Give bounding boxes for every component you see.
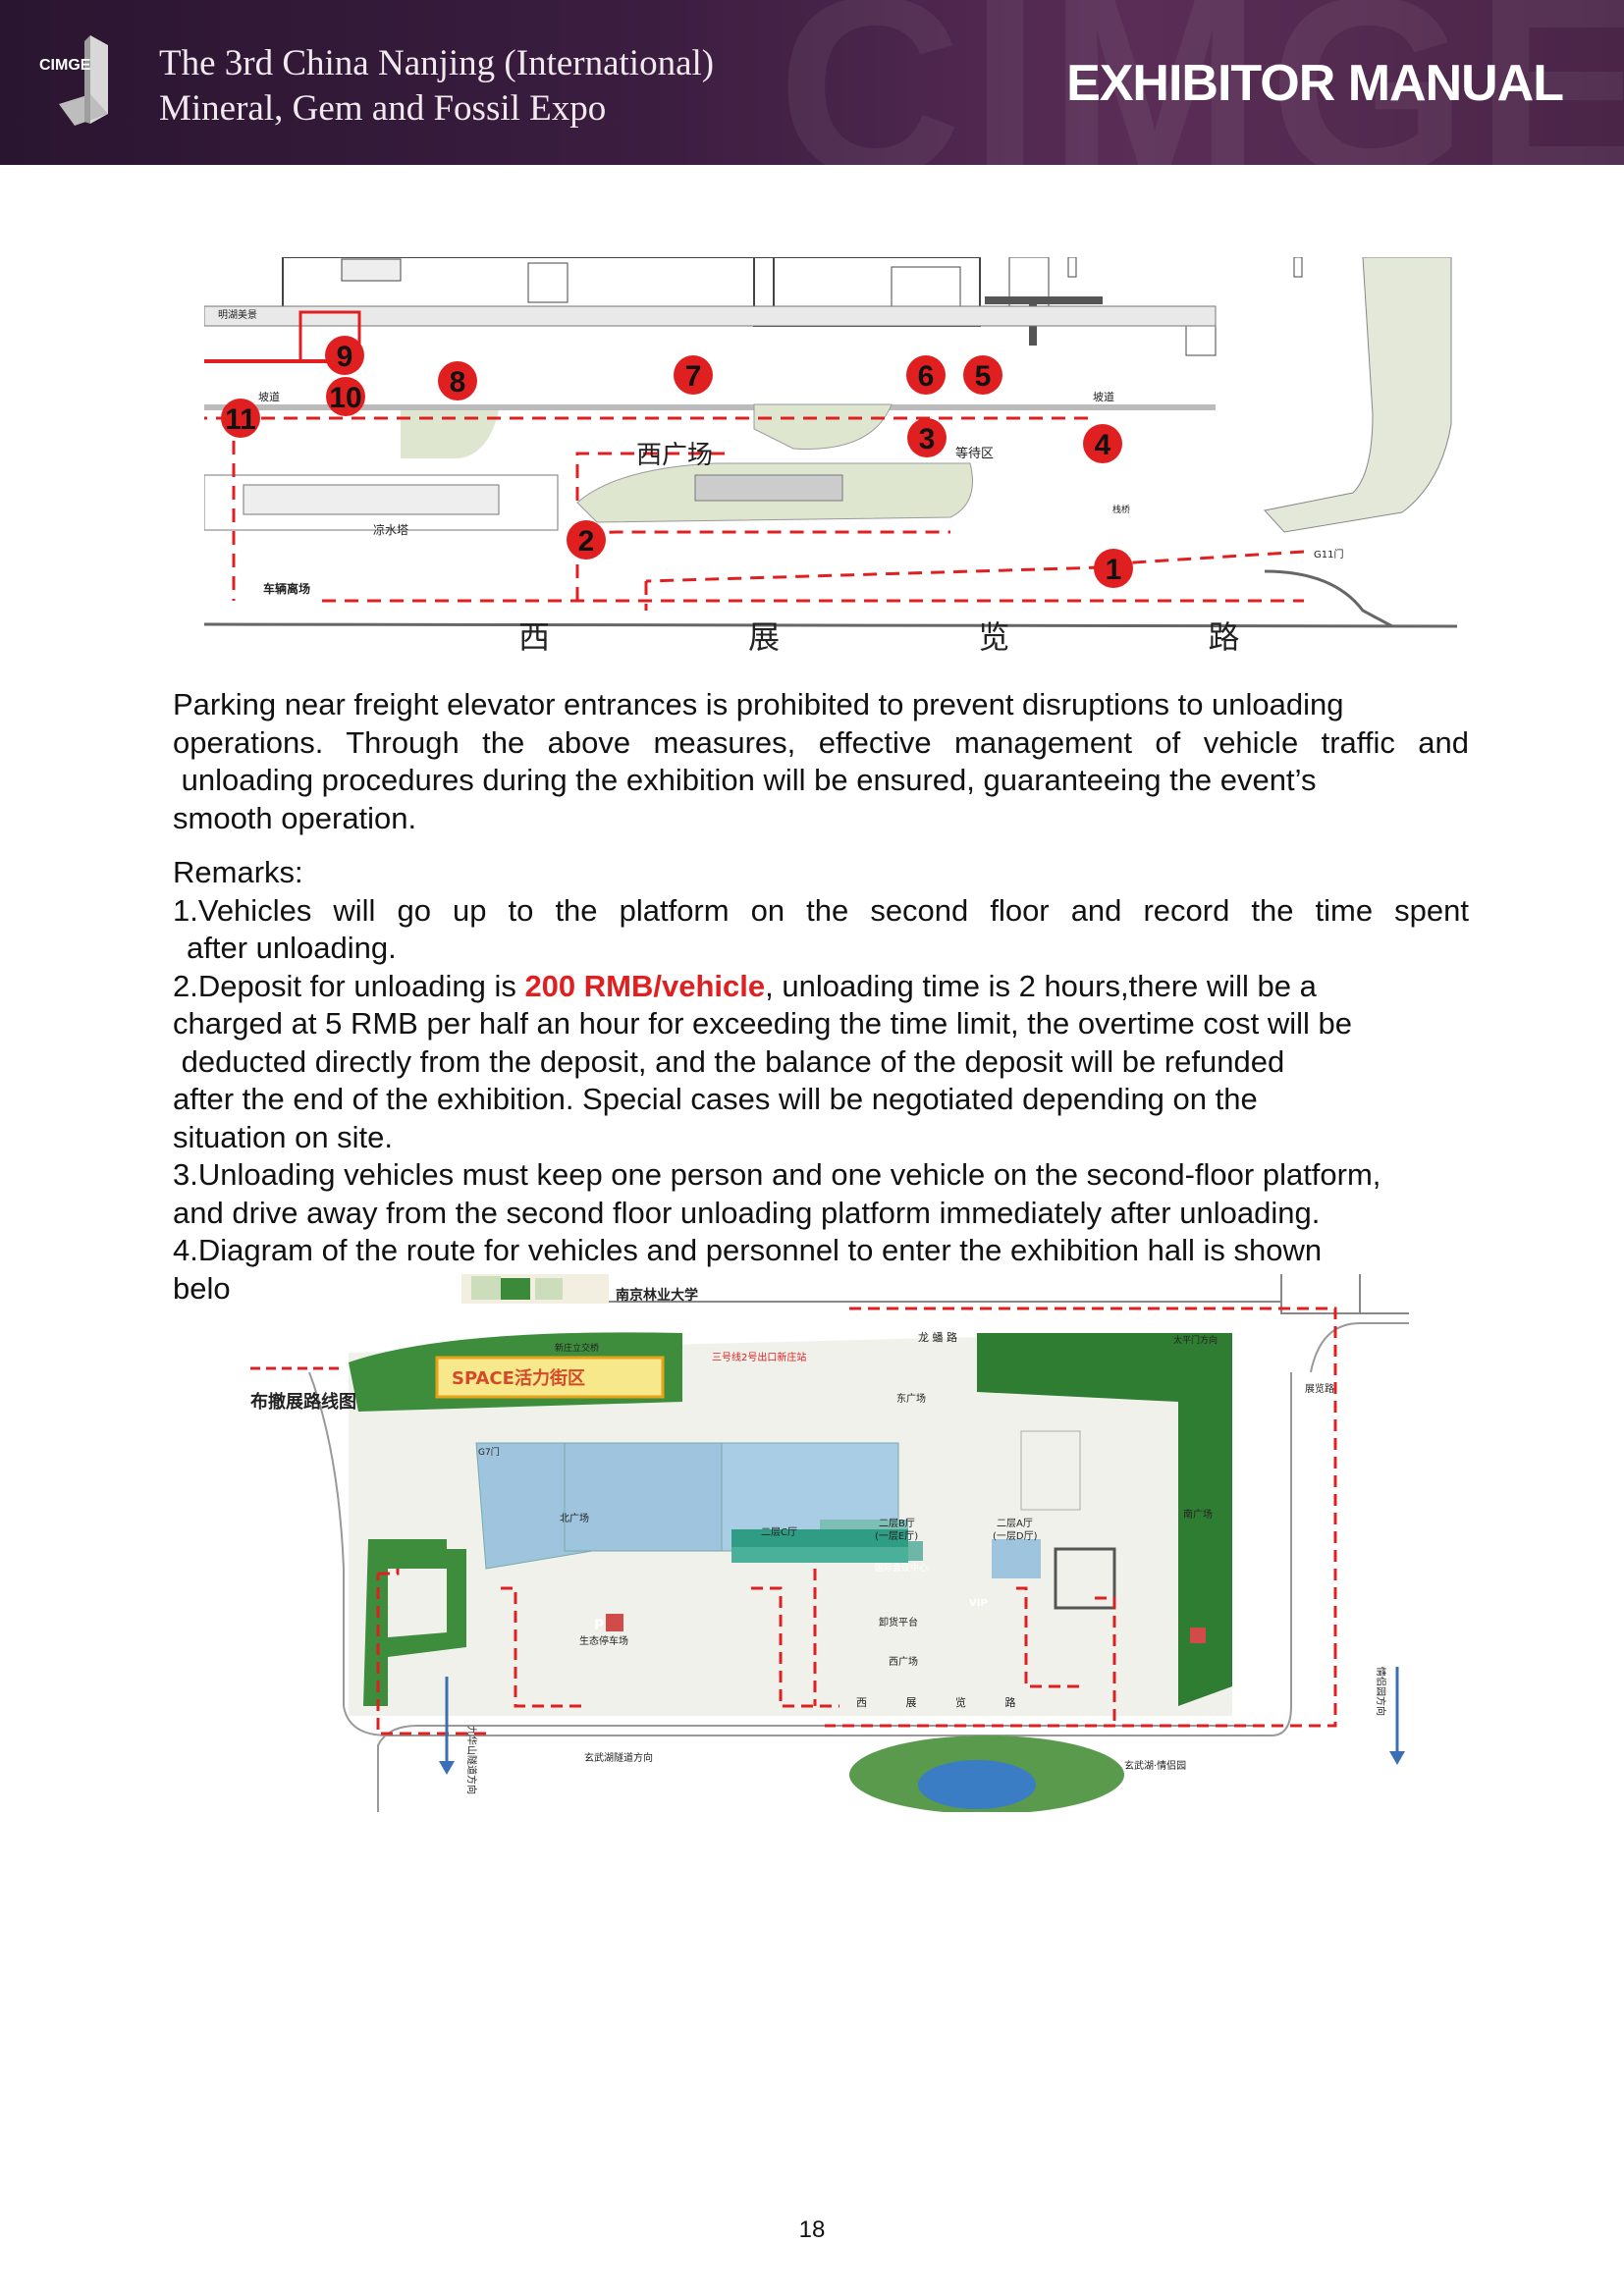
unloading-route-map: 1 2 3 4 5 6 7 8 9 10 11 西广场 等待区 凉水塔 车辆离场… — [204, 257, 1457, 656]
map2-jiuhua-tunnel: 九华山隧道方向 — [465, 1726, 478, 1794]
map1-ramp-right: 坡道 — [1093, 390, 1114, 403]
remarks-heading: Remarks: — [173, 855, 303, 889]
map1-marker-3: 3 — [919, 423, 936, 455]
remark-2-suffix: , unloading time is 2 hours,there will b… — [765, 968, 1317, 1003]
expo-title: The 3rd China Nanjing (International) Mi… — [159, 41, 714, 132]
map2-to-taiping: 太平门方向 — [1173, 1334, 1218, 1346]
map2-hall-b: 二层B厅 — [879, 1518, 915, 1529]
map1-marker-6: 6 — [918, 360, 935, 393]
map1-marker-9: 9 — [337, 341, 353, 373]
remark-2-prefix: 2.Deposit for unloading is — [173, 968, 525, 1003]
map2-metro-exit: 三号线2号出口新庄站 — [712, 1351, 806, 1363]
map2-road-west: 西 展 览 路 — [856, 1695, 1034, 1709]
remark-3-line-1: 3.Unloading vehicles must keep one perso… — [173, 1157, 1381, 1192]
deposit-amount: 200 RMB/vehicle — [524, 968, 766, 1003]
remark-2-line-3: deducted directly from the deposit, and … — [173, 1043, 1285, 1079]
cimge-logo: CIMGE — [39, 35, 128, 133]
remark-3-line-2: and drive away from the second floor unl… — [173, 1195, 1321, 1230]
logo-text: CIMGE — [39, 57, 91, 74]
map1-ramp-left: 坡道 — [258, 390, 280, 403]
map1-marker-1: 1 — [1106, 554, 1122, 586]
header-watermark: CIMGE — [777, 0, 1624, 165]
map1-road-name: 西 展 览 路 — [518, 618, 1334, 656]
map2-to-xinzhuang: 新庄立交桥 — [555, 1342, 599, 1354]
map2-hall-b-sub: (一层E厅) — [875, 1530, 918, 1542]
map1-cooling-tower: 凉水塔 — [373, 522, 408, 537]
map2-legend-label: 布撤展路线图 — [250, 1391, 356, 1413]
map2-xuanwu-tunnel: 玄武湖隧道方向 — [584, 1751, 653, 1764]
map1-marker-4: 4 — [1095, 429, 1111, 461]
logo-building-icon — [59, 35, 108, 126]
remark-2-line-1: 2.Deposit for unloading is 200 RMB/vehic… — [173, 968, 1469, 1006]
page-header: CIMGE CIMGE The 3rd China Nanjing (Inter… — [0, 0, 1624, 165]
remark-2-line-4: after the end of the exhibition. Special… — [173, 1082, 1258, 1116]
expo-title-line-2: Mineral, Gem and Fossil Expo — [159, 88, 607, 129]
map1-marker-10: 10 — [329, 382, 361, 414]
map1-waiting-area: 等待区 — [955, 446, 994, 461]
map2-hall-a-sub: (一层D厅) — [993, 1530, 1038, 1542]
exhibitor-manual-label: EXHIBITOR MANUAL — [1066, 55, 1564, 112]
page-number: 18 — [798, 2216, 826, 2243]
map2-gate-g7: G7门 — [478, 1446, 500, 1458]
map2-hall-c: 二层C厅 — [761, 1526, 797, 1538]
map2-university: 南京林业大学 — [616, 1287, 698, 1304]
paragraph-line-2: operations. Through the above measures, … — [173, 724, 1469, 760]
parking-paragraph: Parking near freight elevator entrances … — [173, 686, 1469, 837]
map1-marker-2: 2 — [578, 525, 595, 558]
expo-title-line-1: The 3rd China Nanjing (International) — [159, 43, 715, 83]
remark-4-line-1: 4.Diagram of the route for vehicles and … — [173, 1233, 1323, 1267]
paragraph-line-4: smooth operation. — [173, 800, 417, 835]
remark-1-line-1: 1.Vehicles will go up to the platform on… — [173, 892, 1469, 928]
map2-hall-a: 二层A厅 — [997, 1518, 1033, 1529]
map2-west-square: 西广场 — [889, 1655, 918, 1668]
remark-2-line-2: charged at 5 RMB per half an hour for ex… — [173, 1006, 1352, 1041]
map2-xuanwu-lake: 玄武湖·情侣园 — [1124, 1759, 1186, 1772]
map1-vehicle-exit: 车辆离场 — [263, 581, 310, 596]
map2-north-square: 北广场 — [560, 1512, 589, 1524]
map2-eco-parking: 生态停车场 — [579, 1634, 628, 1647]
remark-1-line-2: after unloading. — [187, 931, 397, 965]
exhibition-route-map: 布撤展路线图 南京林业大学 龙 蟠 路 新庄立交桥 太平门方向 三号线2号出口新… — [250, 1274, 1409, 1812]
map1-bridge-label: 栈桥 — [1112, 504, 1130, 515]
map1-marker-8: 8 — [450, 366, 466, 399]
remark-2-line-5: situation on site. — [173, 1119, 394, 1154]
map2-road-north: 龙 蟠 路 — [918, 1331, 957, 1344]
map2-conference: 国际会议中心 — [875, 1562, 928, 1574]
paragraph-line-3: unloading procedures during the exhibiti… — [173, 763, 1317, 797]
map1-square-label: 西广场 — [636, 441, 713, 470]
map1-lane-label: 明湖美景 — [218, 308, 257, 321]
map2-space-zone: SPACE活力街区 — [452, 1367, 585, 1389]
remarks-section: Remarks: 1.Vehicles will go up to the pl… — [173, 854, 1469, 1308]
map2-road-exhibition: 展览路 — [1305, 1382, 1334, 1395]
map2-vip: VIP — [969, 1598, 988, 1609]
map2-south-square: 南广场 — [1183, 1508, 1213, 1521]
map2-parking-p: P — [594, 1618, 604, 1633]
map2-east-square: 东广场 — [896, 1392, 926, 1405]
map2-unloading: 卸货平台 — [879, 1616, 918, 1629]
map1-gate-g11: G11门 — [1314, 548, 1343, 561]
map1-marker-5: 5 — [975, 360, 992, 393]
map2-qinglv-direction: 情侣园方向 — [1375, 1667, 1387, 1716]
remark-4-line-2: belo — [173, 1270, 231, 1306]
map1-marker-11: 11 — [225, 403, 256, 436]
paragraph-line-1: Parking near freight elevator entrances … — [173, 687, 1344, 721]
map1-marker-7: 7 — [685, 360, 702, 393]
